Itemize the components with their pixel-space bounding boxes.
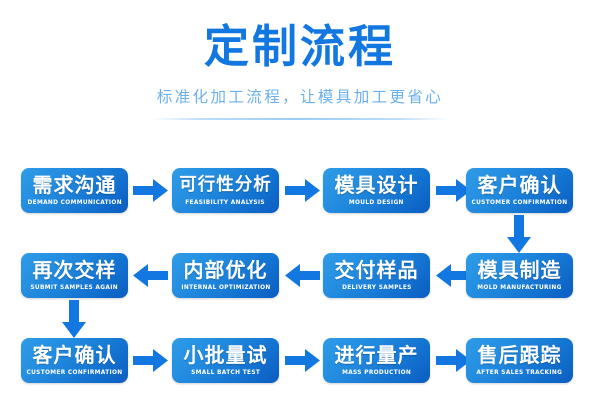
- step-label-cn: 小批量试: [183, 343, 268, 367]
- step-label-en: DELIVERY SAMPLES: [341, 284, 412, 291]
- step-label-cn: 交付样品: [334, 258, 419, 282]
- step-label-cn: 客户确认: [477, 173, 562, 197]
- step-label-en: MOLD MANUFACTURING: [477, 284, 562, 291]
- page-subtitle: 标准化加工流程，让模具加工更省心: [156, 88, 444, 106]
- flow-step-r3-c4[interactable]: 售后跟踪 AFTER SALES TRACKING: [466, 338, 573, 383]
- header-divider: [150, 118, 450, 120]
- step-label-cn: 需求沟通: [32, 173, 117, 197]
- arrow-left-r2-3: [436, 264, 471, 287]
- step-label-cn: 模具制造: [477, 258, 562, 282]
- step-label-en: CUSTOMER CONFIRMATION: [26, 369, 123, 376]
- flow-step-r2-c2[interactable]: 内部优化 INTERNAL OPTIMIZATION: [172, 253, 279, 298]
- flow-step-r1-c4[interactable]: 客户确认 CUSTOMER CONFIRMATION: [466, 168, 573, 213]
- arrow-right-r1-1: [133, 179, 168, 202]
- step-label-en: FEASIBILITY ANALYSIS: [185, 199, 266, 206]
- step-label-cn: 进行量产: [334, 343, 419, 367]
- arrow-right-r3-2: [285, 349, 320, 372]
- flow-step-r3-c2[interactable]: 小批量试 SMALL BATCH TEST: [172, 338, 279, 383]
- step-label-en: AFTER SALES TRACKING: [476, 369, 563, 376]
- arrow-down-row1-to-row2: [507, 215, 531, 253]
- flow-step-r1-c1[interactable]: 需求沟通 DEMAND COMMUNICATION: [21, 168, 128, 213]
- step-label-en: INTERNAL OPTIMIZATION: [180, 284, 271, 291]
- arrow-down-row2-to-row3: [62, 300, 86, 338]
- step-label-en: SUBMIT SAMPLES AGAIN: [30, 284, 119, 291]
- step-label-cn: 再次交样: [32, 258, 117, 282]
- flow-step-r1-c3[interactable]: 模具设计 MOULD DESIGN: [323, 168, 430, 213]
- flow-step-r1-c2[interactable]: 可行性分析 FEASIBILITY ANALYSIS: [172, 168, 279, 213]
- page-title: 定制流程: [203, 20, 396, 73]
- step-label-cn: 内部优化: [183, 258, 268, 282]
- flow-step-r2-c3[interactable]: 交付样品 DELIVERY SAMPLES: [323, 253, 430, 298]
- step-label-en: CUSTOMER CONFIRMATION: [471, 199, 568, 206]
- flow-step-r3-c1[interactable]: 客户确认 CUSTOMER CONFIRMATION: [21, 338, 128, 383]
- flow-step-r2-c1[interactable]: 再次交样 SUBMIT SAMPLES AGAIN: [21, 253, 128, 298]
- arrow-right-r1-3: [436, 179, 471, 202]
- arrow-left-r2-2: [285, 264, 320, 287]
- step-label-cn: 客户确认: [32, 343, 117, 367]
- step-label-en: DEMAND COMMUNICATION: [27, 199, 122, 206]
- step-label-en: MASS PRODUCTION: [341, 369, 412, 376]
- flow-step-r3-c3[interactable]: 进行量产 MASS PRODUCTION: [323, 338, 430, 383]
- arrow-right-r1-2: [285, 179, 320, 202]
- step-label-en: MOULD DESIGN: [349, 199, 404, 206]
- arrow-right-r3-1: [133, 349, 168, 372]
- step-label-cn: 模具设计: [334, 173, 419, 197]
- step-label-cn: 售后跟踪: [477, 343, 562, 367]
- step-label-en: SMALL BATCH TEST: [190, 369, 261, 376]
- arrow-right-r3-3: [436, 349, 471, 372]
- step-label-cn: 可行性分析: [179, 175, 272, 195]
- flow-step-r2-c4[interactable]: 模具制造 MOLD MANUFACTURING: [466, 253, 573, 298]
- arrow-left-r2-1: [133, 264, 168, 287]
